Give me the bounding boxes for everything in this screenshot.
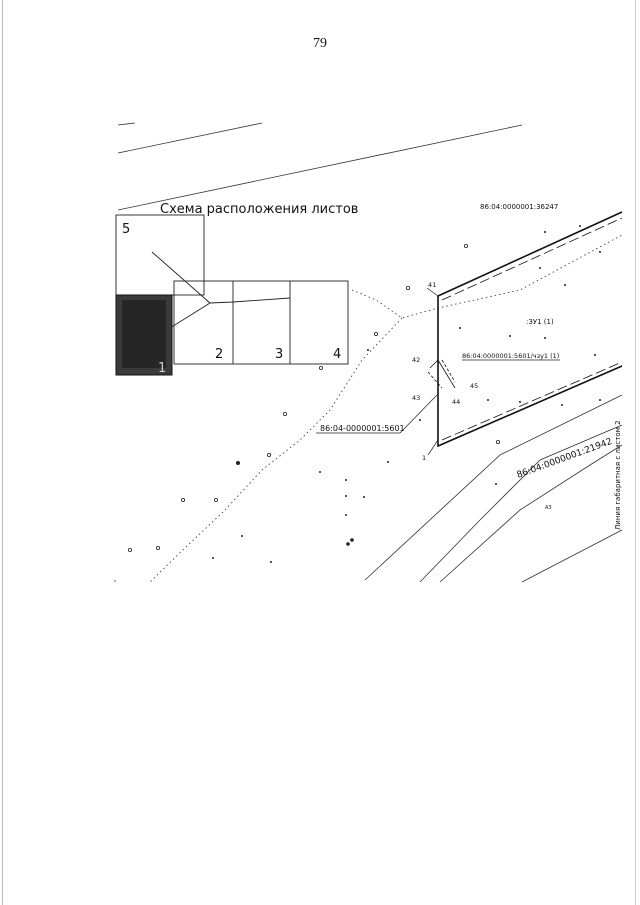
scan-edge-right [635, 0, 636, 905]
diagonal-road-lines [364, 394, 623, 583]
small-mark: АЗ [545, 505, 552, 511]
point-1: 1 [422, 454, 426, 462]
point-41: 41 [428, 281, 436, 289]
parcel-label-left: 86:04-0000001:5601 [320, 424, 405, 433]
sheet-label-2: 2 [215, 347, 223, 362]
scan-edge-left [2, 0, 3, 905]
scheme-title: Схема расположения листов [160, 202, 358, 217]
dotted-boundary [149, 234, 623, 583]
page-number: 79 [313, 36, 327, 51]
sheet-label-1: 1 [158, 361, 166, 376]
survey-circles [127, 243, 500, 553]
survey-dots [212, 225, 601, 563]
parcel-label-top: 86:04:0000001:36247 [480, 203, 558, 211]
sheet-label-3: 3 [275, 347, 283, 362]
sheet-label-4: 4 [333, 347, 341, 362]
point-43: 43 [412, 394, 420, 402]
point-45: 45 [470, 382, 478, 390]
road-lines [117, 122, 523, 211]
zone-label: :ЗУ1 (1) [526, 318, 554, 326]
parcel-polygon [427, 211, 623, 448]
sheet-layout-scheme: Схема расположения листов 5 1 2 3 4 [115, 202, 358, 376]
parcel-part-label: 86:04:0000001:5601/чзу1 (1) [462, 352, 559, 360]
point-42: 42 [412, 356, 420, 364]
side-note-label: Линия габаритная с листом 2 [614, 420, 622, 530]
sheet-label-5: 5 [122, 222, 130, 237]
diagonal-parcel-label: 86:04:0000001:21942 [516, 437, 614, 481]
sheets-2-4-frame [173, 280, 349, 365]
leader-lines [316, 287, 560, 456]
point-44: 44 [452, 398, 460, 406]
